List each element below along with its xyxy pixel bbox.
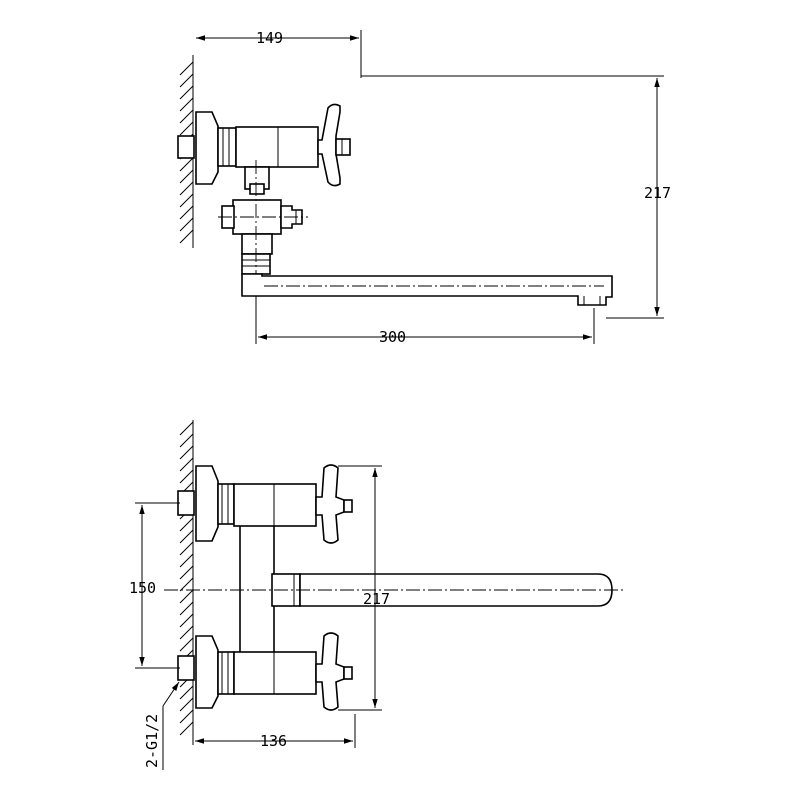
- dimension-136: 136: [195, 714, 356, 750]
- wall-front: [179, 420, 194, 745]
- dimension-300: 300: [255, 296, 595, 346]
- mixer-body-top: [235, 126, 319, 195]
- eccentric-connector-top: [177, 111, 237, 185]
- diverter-top: [218, 160, 308, 296]
- dim-300-label: 300: [379, 328, 406, 346]
- dimension-150: 150: [129, 502, 180, 669]
- front-view: 150 217 136 2-G1/2: [129, 420, 624, 770]
- dim-217-front-label: 217: [363, 590, 390, 608]
- dimension-217-front: 217: [338, 465, 390, 711]
- eccentric-connector-upper: [177, 465, 235, 542]
- dimension-149: 149: [196, 29, 362, 78]
- cross-handle-top: [317, 103, 351, 187]
- thread-label: 2-G1/2: [143, 714, 161, 768]
- dim-217-top-label: 217: [644, 184, 671, 202]
- eccentric-connector-lower: [177, 635, 235, 709]
- top-view: 149: [177, 29, 671, 346]
- dimension-217-top: 217: [361, 75, 671, 319]
- dim-150-label: 150: [129, 579, 156, 597]
- cross-handle-upper: [315, 464, 353, 544]
- cross-handle-lower: [315, 632, 353, 711]
- spout-front: [164, 573, 624, 607]
- dim-149-label: 149: [256, 29, 283, 47]
- thread-leader: 2-G1/2: [143, 681, 180, 770]
- dim-136-label: 136: [260, 732, 287, 750]
- spout-top: [241, 273, 613, 306]
